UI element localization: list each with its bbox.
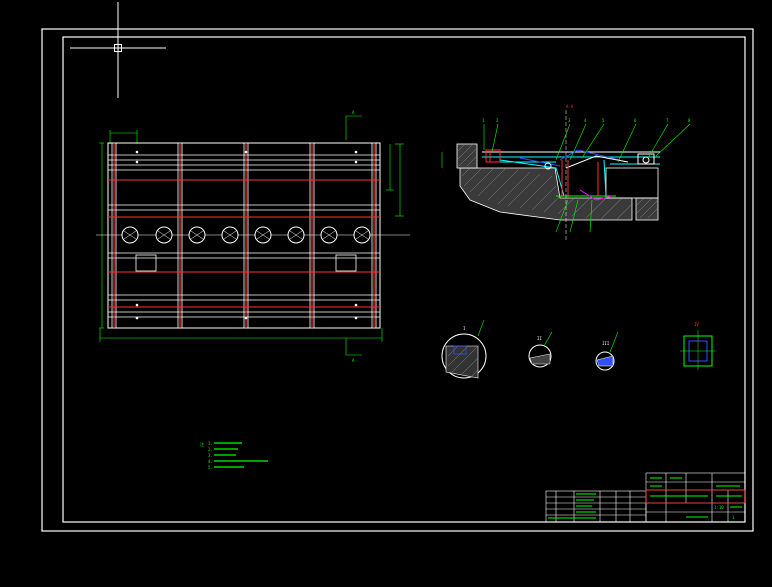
balloon: 1 xyxy=(482,118,485,123)
detail-2: II xyxy=(528,331,553,368)
note-text-strokes xyxy=(214,442,268,468)
wall-left-hatch xyxy=(456,143,478,167)
balloon: 7 xyxy=(666,118,669,123)
title-scale: 1:10 xyxy=(714,505,724,510)
detail-3: III xyxy=(595,331,619,371)
inner-border xyxy=(62,36,746,523)
parts-table xyxy=(545,490,647,523)
wall-right xyxy=(635,197,659,221)
wall-right-hatch xyxy=(635,197,659,219)
balloon: 8 xyxy=(688,118,691,123)
plan-hole-hatch xyxy=(123,230,369,240)
outer-border xyxy=(41,28,754,532)
wall-left xyxy=(456,143,478,169)
balloon: 6 xyxy=(634,118,637,123)
plan-red-members xyxy=(108,143,380,328)
foundation-hatch xyxy=(461,167,633,221)
note-line: 5. xyxy=(208,465,213,470)
balloon: 4 xyxy=(584,118,587,123)
title-highlight xyxy=(645,489,746,504)
plan-openings xyxy=(135,254,357,272)
notes-marker: 注 xyxy=(200,441,204,447)
note-line: 4. xyxy=(208,459,213,464)
foundation-mass xyxy=(459,167,633,221)
title-table xyxy=(645,472,746,523)
detail-1: I xyxy=(441,319,487,379)
detail-4: IV xyxy=(680,322,716,370)
technical-notes: 注 1. 2. 3. 4. 5. xyxy=(200,441,268,470)
title-block[interactable]: 1:10 1 xyxy=(545,472,746,523)
section-mark-bottom: A xyxy=(352,358,355,363)
note-line: 2. xyxy=(208,447,213,452)
balloon: 2 xyxy=(496,118,499,123)
section-title: A-A xyxy=(566,104,574,109)
note-line: 3. xyxy=(208,453,213,458)
deck-beams xyxy=(482,149,660,165)
detail-4-label: IV xyxy=(694,322,699,327)
detail-2-label: II xyxy=(537,336,542,341)
note-line: 1. xyxy=(208,441,213,446)
plan-transverse-bars xyxy=(111,143,377,328)
crosshair-cursor-icon xyxy=(70,2,166,98)
section-leaders xyxy=(483,123,691,233)
plan-bolts xyxy=(135,150,358,320)
title-table-text xyxy=(650,477,742,518)
detail-3-label: III xyxy=(602,341,610,346)
section-mark-top: A xyxy=(352,110,355,115)
parts-table-text xyxy=(548,493,596,519)
balloon: 5 xyxy=(602,118,605,123)
right-cap xyxy=(605,167,659,199)
detail-1-label: I xyxy=(463,326,466,331)
drawing-frame xyxy=(41,28,754,532)
title-sheet: 1 xyxy=(732,515,735,520)
section-balloons: 1 2 3 4 5 6 7 8 xyxy=(482,118,691,123)
section-view-a-a[interactable]: A-A xyxy=(441,104,691,240)
details[interactable]: I II III IV xyxy=(441,319,716,379)
plan-view[interactable]: A A xyxy=(96,110,410,363)
plan-dimensions xyxy=(99,115,404,356)
balloon: 3 xyxy=(568,118,571,123)
